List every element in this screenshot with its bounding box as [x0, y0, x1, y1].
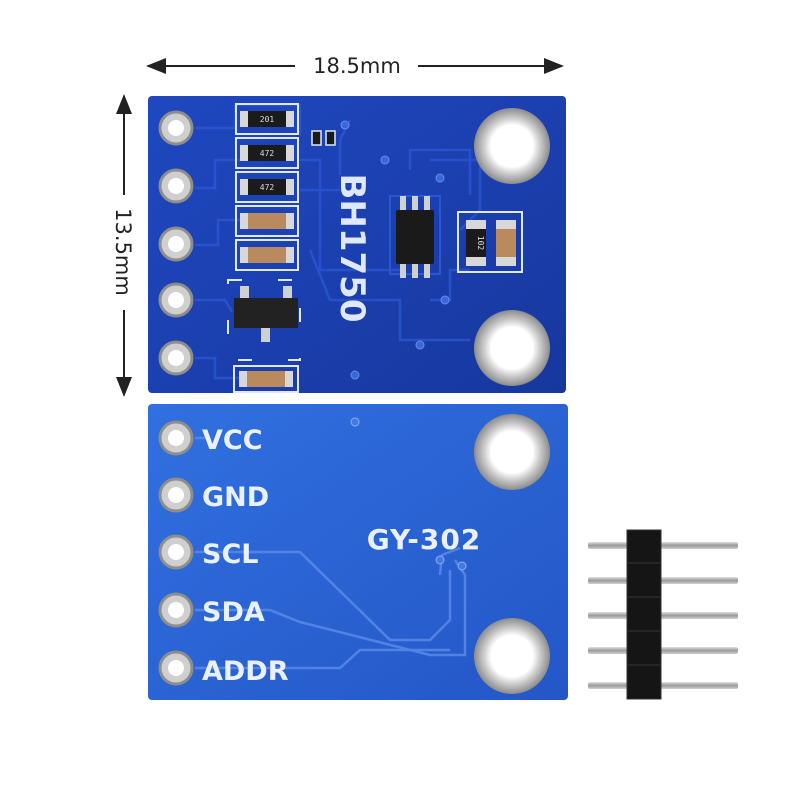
pin-label-addr: ADDR [202, 656, 289, 687]
bottom-mount-hole-upper [474, 414, 550, 490]
resistor-102 [466, 228, 486, 258]
resistor-201-label: 201 [260, 115, 275, 124]
pin-label-sda: SDA [202, 597, 265, 628]
pin-header [588, 529, 738, 700]
bottom-mount-hole-lower [474, 618, 550, 694]
board-bottom: VCC GND SCL SDA ADDR GY-302 [148, 404, 568, 700]
width-dimension: 18.5mm [146, 54, 564, 78]
height-dimension: 13.5mm [111, 94, 135, 397]
top-mount-hole-upper [474, 108, 550, 184]
header-pin-3 [588, 596, 738, 632]
header-pin-2 [588, 562, 738, 598]
resistor-472-b-label: 472 [260, 183, 275, 192]
board-top: 201 472 472 [148, 96, 566, 393]
capacitor-1 [247, 213, 287, 229]
resistor-472-b [247, 179, 287, 195]
top-vias [340, 120, 450, 380]
top-pin-pads [158, 110, 194, 376]
pin-label-gnd: GND [202, 482, 269, 513]
header-pin-5 [588, 664, 738, 700]
capacitor-4 [496, 228, 516, 258]
header-pin-1 [588, 529, 738, 564]
bottom-vias [350, 417, 467, 571]
header-pin-4 [588, 630, 738, 666]
small-cap-b [325, 130, 336, 146]
chip-label: BH1750 [332, 174, 372, 323]
model-label: GY-302 [367, 523, 482, 556]
bh1750-ic [396, 210, 434, 264]
board-bottom-pcb [148, 404, 568, 700]
bottom-traces [195, 436, 467, 670]
width-label: 18.5mm [313, 54, 401, 78]
capacitor-3 [246, 371, 286, 387]
resistor-472-a [247, 145, 287, 161]
top-mount-hole-lower [474, 310, 550, 386]
regulator-chip [234, 298, 298, 328]
pin-label-vcc: VCC [202, 425, 263, 456]
resistor-102-label: 102 [476, 236, 485, 251]
resistor-472-a-label: 472 [260, 149, 275, 158]
pin-label-scl: SCL [202, 539, 258, 570]
capacitor-2 [247, 247, 287, 263]
height-label: 13.5mm [111, 208, 135, 296]
small-cap-a [311, 130, 322, 146]
bottom-pin-pads [158, 420, 194, 686]
resistor-201 [247, 111, 287, 127]
smd-components: 201 472 472 [227, 103, 523, 393]
